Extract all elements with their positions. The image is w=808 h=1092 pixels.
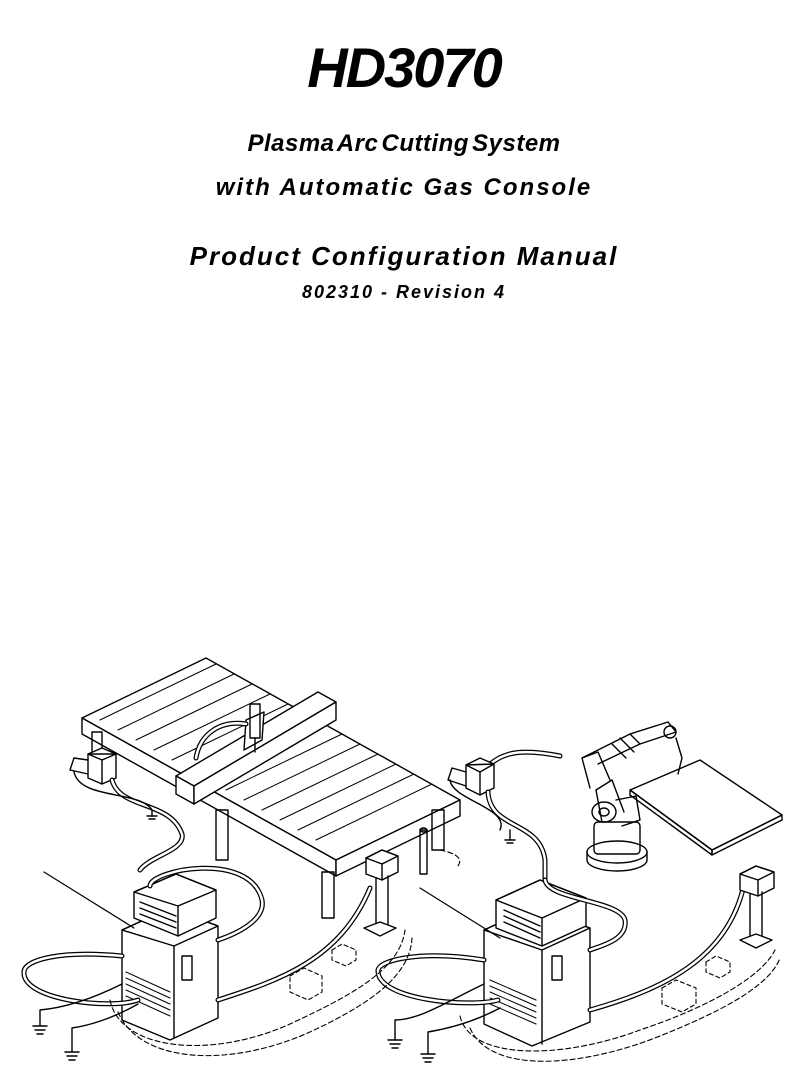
robot-system-drawing xyxy=(375,721,783,1063)
workpiece-plate xyxy=(629,759,783,856)
table-power-supply xyxy=(121,873,219,1041)
cutting-table xyxy=(81,657,461,919)
robot-ground-symbols xyxy=(387,983,501,1063)
table-ignition-box xyxy=(69,747,117,785)
manual-title: Product Configuration Manual xyxy=(189,241,619,271)
robot-arm xyxy=(581,721,683,872)
table-system-drawing xyxy=(21,657,461,1061)
robot-ignition-box xyxy=(447,757,495,796)
robot-power-supply xyxy=(483,879,591,1047)
product-subtitle-line-2: with Automatic Gas Console xyxy=(215,174,593,201)
document-number: 802310 - Revision 4 xyxy=(301,282,507,302)
system-illustration xyxy=(0,360,808,1092)
product-subtitle-line-1: Plasma Arc Cutting System xyxy=(247,130,561,157)
robot-pendant xyxy=(739,865,775,949)
table-pendant xyxy=(363,849,399,937)
gantry xyxy=(175,691,337,805)
product-title: HD3070 xyxy=(307,36,502,99)
table-ground-symbols xyxy=(32,983,139,1061)
